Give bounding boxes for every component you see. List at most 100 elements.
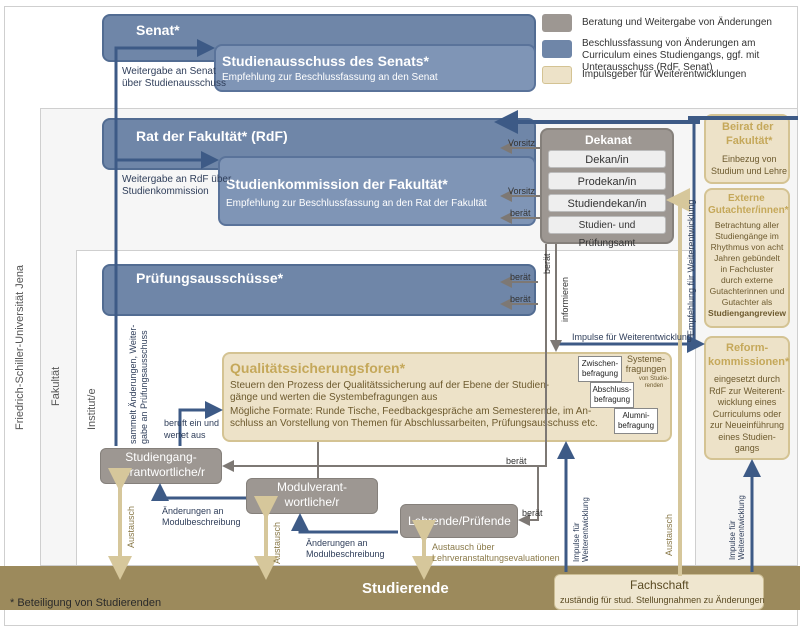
sammelt-label-2: gabe an Prüfungsausschuss: [139, 330, 149, 444]
extern-desc-line: Rhythmus von acht: [710, 242, 784, 252]
pruefungsausschuesse-box: [102, 264, 536, 316]
modul-title: Modulverant-wortliche/r: [276, 480, 348, 509]
studienkommission-title: Studienkommission der Fakultät*: [226, 176, 448, 192]
legend-beige-label: Impulsgeber für Weiterentwicklungen: [582, 69, 747, 80]
reform-desc-line: Curriculums oder: [712, 408, 782, 419]
legend-swatch-beige: [542, 66, 572, 84]
modul-arrow: [151, 483, 246, 501]
befragung-zwischen: Zwischen-befragung: [578, 356, 622, 382]
legend-swatch-grey: [542, 14, 572, 32]
studiengang-title: Studiengang-verantwortliche/r: [116, 450, 206, 479]
beraet-label-5: berät: [522, 508, 543, 518]
reform-desc-line: wicklung eines: [717, 397, 777, 407]
beruft-arrow: [178, 401, 223, 446]
lehrende-arrow: [291, 513, 398, 534]
rdf-title: Rat der Fakultät* (RdF): [136, 128, 288, 144]
reform-desc-line: gangs: [734, 443, 760, 453]
extern-desc-line: Studiengänge im: [715, 231, 779, 241]
reform-desc-line: eines Studien-: [718, 431, 776, 442]
beraet-label-4: berät: [506, 456, 527, 466]
legend-grey-label: Beratung und Weitergabe von Änderungen: [582, 17, 772, 28]
dekanat-title: Dekanat: [585, 133, 632, 147]
senat-title: Senat*: [136, 22, 180, 38]
studienkommission-desc: Empfehlung zur Beschlussfassung an den R…: [226, 198, 487, 209]
studierende-title: Studierende: [362, 580, 449, 597]
extern-desc-line: in Fachcluster: [720, 264, 774, 274]
beraet-arrow-5: [518, 466, 539, 526]
beruft-label-1: beruft ein und: [164, 418, 220, 428]
reform-desc-line: zur Neueinführung: [709, 420, 785, 430]
pruefungsausschuesse-title: Prüfungsausschüsse*: [136, 270, 284, 286]
aend-modul-label-1: Änderungen an: [162, 506, 224, 516]
senat-pass-1: Weitergabe an Senat: [122, 66, 216, 77]
prodekan-item: Prodekan/in: [548, 172, 666, 190]
studienausschuss-desc: Empfehlung zur Beschlussfassung an den S…: [222, 72, 438, 83]
reform-desc-line: eingesetzt durch: [713, 374, 781, 384]
vorsitz-label-1: Vorsitz: [508, 138, 536, 148]
qs-line3: Mögliche Formate: Runde Tische, Feedback…: [230, 406, 592, 417]
impulse-label: Impulse für Weiterentwicklung: [572, 332, 692, 342]
beirat-box: [704, 114, 790, 184]
sammelt-label-1: sammelt Änderungen, Weiter-: [128, 324, 138, 444]
beraet-label-vertical: berät: [542, 253, 552, 274]
senat-pass-2: über Studienausschuss: [122, 78, 226, 89]
reform-title-2: kommissionen*: [708, 356, 790, 368]
rdf-pass-1: Weitergabe an RdF über: [122, 174, 232, 185]
beraet-label-1: berät: [510, 208, 531, 218]
extern-desc-line: Betrachtung aller: [714, 220, 780, 230]
extern-title-2: Gutachter/innen*: [708, 205, 789, 216]
extern-desc-emph: Studiengangreview: [708, 308, 786, 318]
austausch-lehrv-1: Austausch über: [432, 542, 495, 552]
dekan-item: Dekan/in: [548, 150, 666, 168]
extern-desc-line: Gutachterinnen und: [709, 286, 785, 296]
austausch-lehrv-2: Lehrveranstaltungsevaluationen: [432, 553, 560, 563]
studienausschuss-box: [214, 44, 536, 92]
befragung-abschluss: Abschluss-befragung: [590, 382, 634, 408]
extern-box: [704, 188, 790, 328]
befragung-alumni: Alumni-befragung: [614, 408, 658, 434]
pruefungsamt-item: Studien- und Prüfungsamt: [548, 216, 666, 249]
legend-swatch-blue: [542, 40, 572, 58]
beruft-label-2: wertet aus: [164, 430, 206, 440]
fachschaft-title: Fachschaft: [630, 578, 689, 592]
footnote: * Beteiligung von Studierenden: [10, 597, 162, 609]
extern-desc-line: Jahren gebündelt: [714, 253, 780, 263]
systembefragungen-sub: von Studie-renden: [638, 376, 670, 389]
empfehlung-label: Empfehlung für Weiterentwicklung: [686, 199, 696, 336]
austausch-label-1: Austausch: [126, 505, 136, 548]
qs-line4: schluss an Vorstellung von Themen für Ab…: [230, 418, 598, 429]
beraet-label-3: berät: [510, 294, 531, 304]
qs-line2: gänge und werten die Systembefragungen a…: [230, 392, 438, 403]
beirat-title-2: Fakultät*: [726, 135, 773, 147]
extern-title-1: Externe: [728, 193, 765, 204]
extern-desc: Betrachtung aller Studiengänge im Rhythm…: [706, 220, 788, 319]
reform-title-1: Reform-: [726, 342, 769, 354]
reform-desc: eingesetzt durch RdF zur Weiterent- wick…: [706, 374, 788, 455]
reform-box: [704, 336, 790, 460]
aend-lehr-label-2: Modulbeschreibung: [306, 549, 385, 559]
studiendekan-item: Studiendekan/in: [548, 194, 666, 212]
beirat-desc-1: Einbezug von: [722, 154, 777, 164]
extern-desc-line: Gutachter als: [721, 297, 773, 307]
rdf-pass-2: Studienkommission: [122, 186, 209, 197]
beraet-label-2: berät: [510, 272, 531, 282]
aend-modul-label-2: Modulbeschreibung: [162, 517, 241, 527]
austausch-label-2: Austausch: [272, 521, 282, 564]
beraet-arrow-4: [222, 244, 547, 472]
aend-lehr-label-1: Änderungen an: [306, 538, 368, 548]
qs-title: Qualitätssicherungsforen*: [230, 360, 406, 376]
fachschaft-box: [554, 574, 764, 610]
studienausschuss-title: Studienausschuss des Senats*: [222, 53, 429, 69]
qs-line1: Steuern den Prozess der Qualitätssicheru…: [230, 380, 550, 391]
legend-blue-label: Beschlussfassung von Änderungen am Curri…: [582, 38, 760, 73]
beirat-title-1: Beirat der: [722, 121, 774, 133]
reform-desc-line: RdF zur Weiterent-: [709, 385, 785, 396]
vorsitz-label-2: Vorsitz: [508, 186, 536, 196]
beirat-desc-2: Studium und Lehre: [711, 166, 788, 176]
studienkommission-box: [218, 156, 536, 226]
informieren-label: informieren: [560, 276, 570, 322]
